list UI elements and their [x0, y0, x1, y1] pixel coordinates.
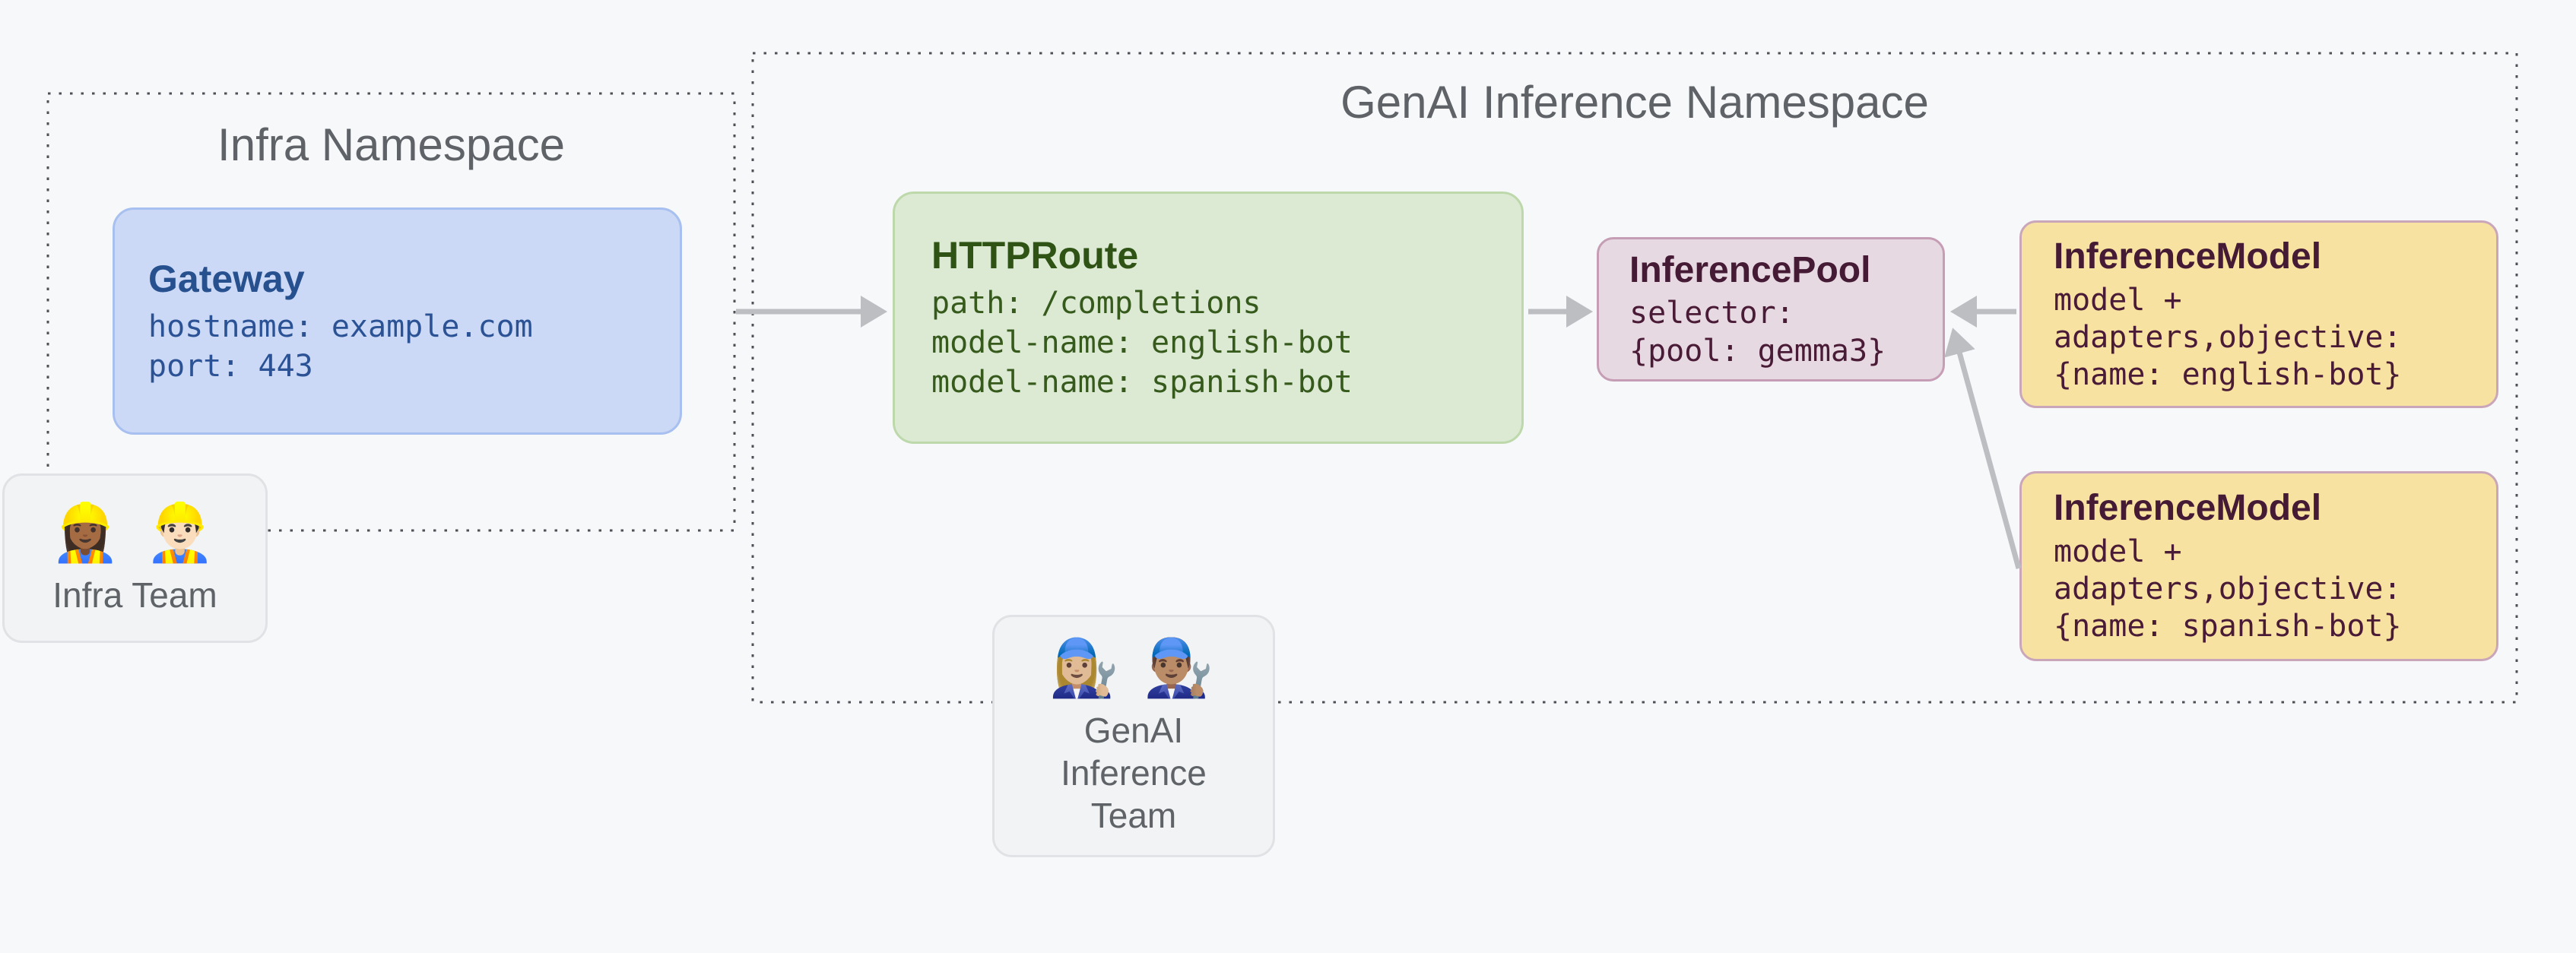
inferencemodel-english-model-line: model + [2054, 282, 2182, 318]
inferencemodel-english-title: InferenceModel [2054, 236, 2322, 277]
gateway-hostname-line: hostname: example.com [148, 309, 533, 344]
inferencepool-pool-line: {pool: gemma3} [1629, 333, 1886, 369]
infra-team-label: Infra Team [52, 575, 217, 615]
infra-team-card: 👷🏾‍♀️ 👷🏻‍♂️ Infra Team [2, 473, 268, 643]
arrow-inferencemodel-spanish-to-inferencepool [1944, 328, 2022, 569]
httproute-model-spanish-line: model-name: spanish-bot [931, 365, 1353, 400]
genai-inference-team-card: 👩🏼‍🔧 👨🏽‍🔧 GenAI Inference Team [992, 615, 1275, 857]
gateway-node: Gateway hostname: example.com port: 443 [113, 207, 682, 435]
httproute-model-english-line: model-name: english-bot [931, 325, 1353, 360]
httproute-path-line: path: /completions [931, 286, 1261, 321]
inferencepool-title: InferencePool [1629, 249, 1871, 290]
inferencemodel-spanish-title: InferenceModel [2054, 488, 2322, 528]
inferencemodel-spanish-name-line: {name: spanish-bot} [2054, 609, 2402, 644]
inferencemodel-english-adapters-line: adapters,objective: [2054, 319, 2402, 355]
gateway-port-line: port: 443 [148, 348, 313, 384]
genai-namespace-title: GenAI Inference Namespace [1340, 77, 1929, 128]
httproute-node: HTTPRoute path: /completions model-name:… [893, 192, 1524, 444]
inferencemodel-english-name-line: {name: english-bot} [2054, 356, 2402, 392]
inferencemodel-english-node: InferenceModel model + adapters,objectiv… [2019, 220, 2498, 408]
genai-inference-team-label: GenAI Inference Team [1061, 710, 1207, 836]
inferencemodel-spanish-model-line: model + [2054, 534, 2182, 569]
inferencepool-selector-line: selector: [1629, 295, 1794, 331]
construction-workers-emoji-icon: 👷🏾‍♀️ 👷🏻‍♂️ [50, 500, 220, 564]
infra-namespace-title: Infra Namespace [217, 119, 565, 170]
gateway-title: Gateway [148, 257, 305, 300]
httproute-title: HTTPRoute [931, 234, 1139, 277]
inferencemodel-spanish-adapters-line: adapters,objective: [2054, 571, 2402, 606]
inferencepool-node: InferencePool selector: {pool: gemma3} [1597, 237, 1945, 382]
mechanics-emoji-icon: 👩🏼‍🔧 👨🏽‍🔧 [1048, 635, 1219, 699]
inferencemodel-spanish-node: InferenceModel model + adapters,objectiv… [2019, 471, 2498, 661]
